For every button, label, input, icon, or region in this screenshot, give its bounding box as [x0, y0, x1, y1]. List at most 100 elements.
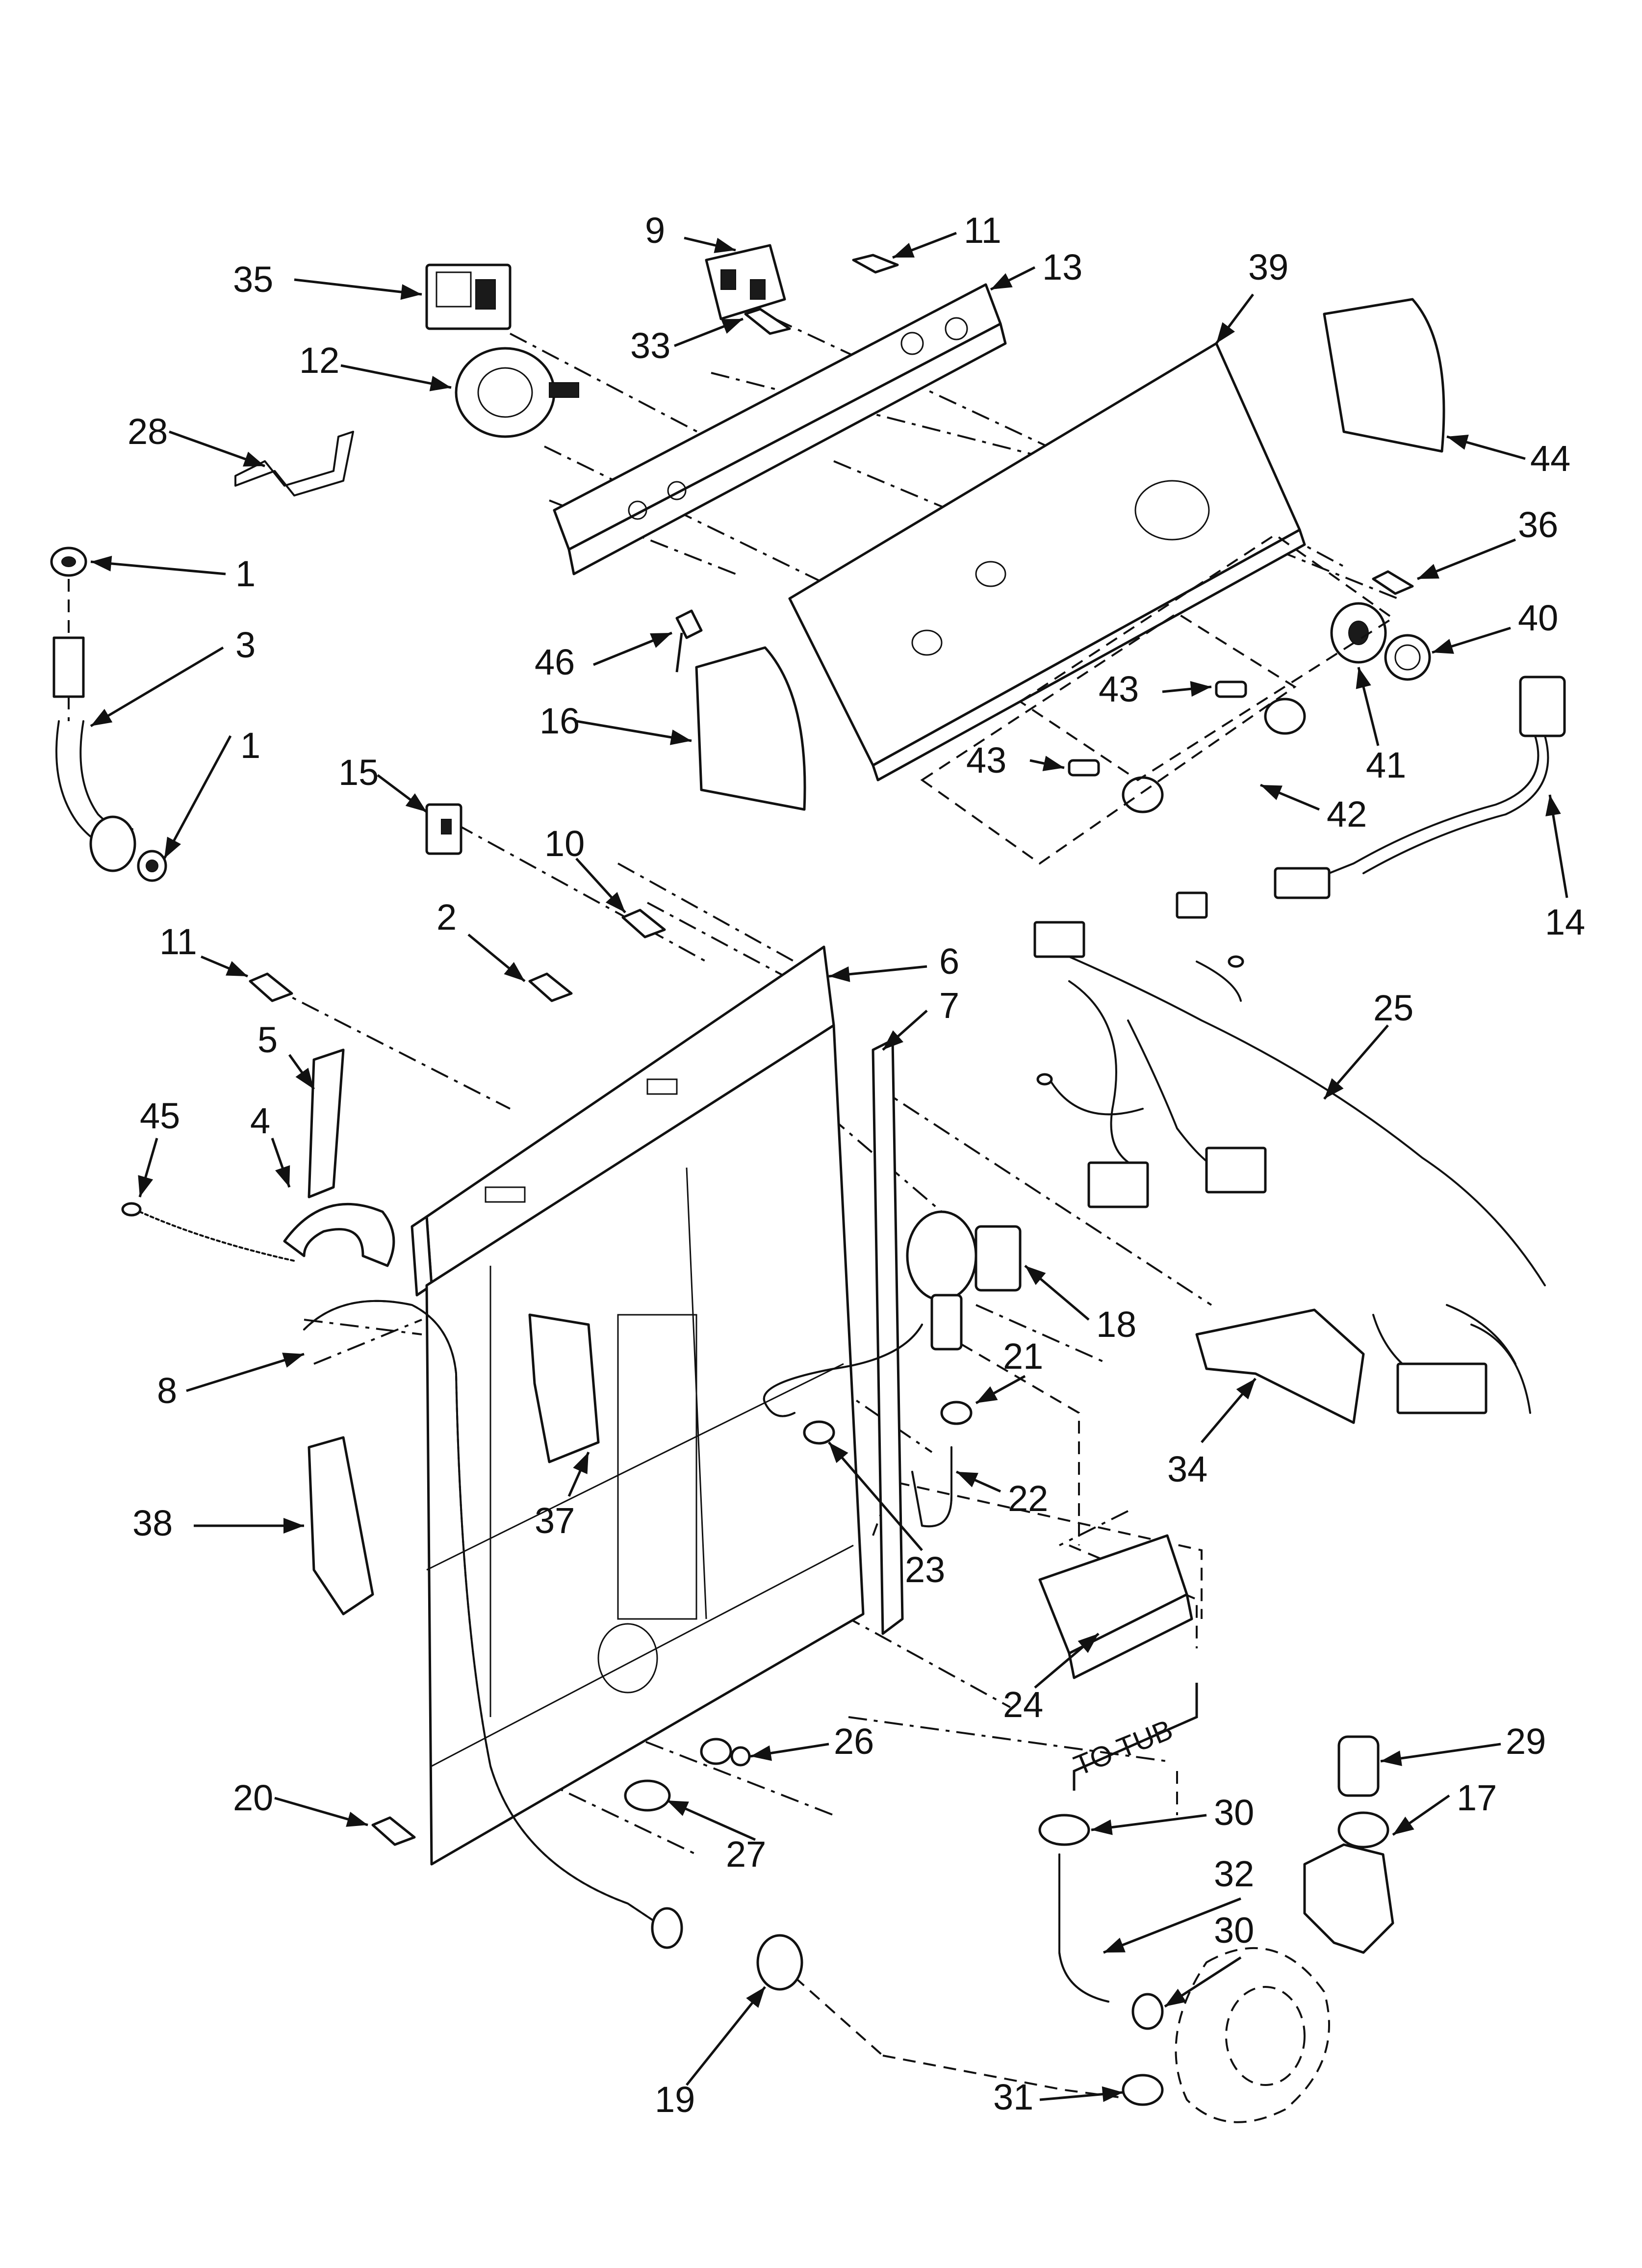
part-11-screw-top	[852, 254, 899, 274]
part-17-pump-motor	[1303, 1811, 1394, 1954]
arrowhead-12	[429, 376, 451, 391]
part-16-end-cap	[695, 646, 806, 811]
part-20-screw	[371, 1816, 416, 1846]
arrowhead-31	[1102, 2086, 1123, 2102]
part-8-drain-hose	[303, 1300, 683, 1949]
callout-22: 22	[1008, 1478, 1048, 1519]
part-41-knob-base	[1330, 602, 1387, 664]
leader-line-19	[686, 1986, 766, 2086]
arrowhead-15	[405, 793, 427, 812]
callout-32: 32	[1214, 1853, 1254, 1894]
part-46-screw	[675, 609, 703, 673]
part-19-clamp	[756, 1934, 803, 1991]
arrowhead-7	[883, 1030, 904, 1050]
part-24-dispenser	[1038, 1534, 1193, 1679]
arrowhead-35	[400, 284, 422, 300]
callout-34: 34	[1167, 1449, 1207, 1489]
callout-23: 23	[905, 1549, 945, 1590]
part-45-tie-strap	[121, 1202, 295, 1262]
arrowhead-44	[1447, 434, 1469, 450]
callout-7: 7	[939, 985, 959, 1026]
arrowhead-40	[1432, 639, 1454, 654]
part-42-dashed-group	[920, 533, 1395, 865]
callout-20: 20	[233, 1777, 273, 1818]
arrowhead-36	[1417, 564, 1439, 579]
arrowhead-21	[976, 1386, 998, 1403]
callout-41: 41	[1366, 745, 1406, 785]
arrowhead-8	[282, 1353, 304, 1368]
callout-42: 42	[1327, 794, 1367, 834]
arrowhead-22	[956, 1472, 978, 1487]
arrowhead-16	[669, 730, 692, 745]
part-22-hose	[911, 1446, 952, 1528]
leader-line-1-lower	[163, 735, 232, 860]
callout-40: 40	[1518, 598, 1558, 638]
part-43-lamp-lower	[1068, 759, 1164, 813]
leader-line-32	[1103, 1897, 1241, 1954]
part-5-strap	[308, 1048, 345, 1199]
part-29-capacitor	[1337, 1735, 1380, 1797]
callout-18: 18	[1096, 1304, 1136, 1345]
callout-30-lower: 30	[1214, 1910, 1254, 1951]
callout-30-upper: 30	[1214, 1792, 1254, 1833]
arrowhead-45	[138, 1175, 154, 1197]
arrowhead-26	[750, 1745, 772, 1761]
arrowhead-20	[346, 1811, 368, 1827]
callout-44: 44	[1530, 438, 1570, 479]
arrowhead-9	[714, 237, 736, 253]
part-11-screw-left	[249, 972, 293, 1002]
cabinet-back-panel	[425, 1024, 865, 1866]
callout-17: 17	[1457, 1777, 1497, 1818]
callout-43-lower: 43	[966, 740, 1006, 781]
callout-28: 28	[128, 411, 168, 452]
part-23-hose	[763, 1324, 923, 1445]
callout-46: 46	[535, 642, 575, 682]
callout-5: 5	[257, 1019, 278, 1060]
arrowhead-39	[1216, 322, 1235, 343]
arrowhead-34	[1236, 1379, 1256, 1400]
part-12-timer	[455, 347, 579, 438]
arrowhead-11-top	[893, 242, 915, 258]
arrowhead-3	[91, 708, 113, 726]
arrowhead-32	[1103, 1937, 1126, 1953]
part-32-pump-hose	[1058, 1853, 1109, 2003]
arrowhead-19	[746, 1987, 765, 2008]
part-36-screw	[1372, 570, 1414, 595]
part-40-knob	[1384, 634, 1431, 681]
arrowhead-27	[667, 1800, 689, 1816]
part-34-bracket	[1195, 1308, 1365, 1424]
callout-1-lower: 1	[240, 725, 260, 766]
arrowhead-13	[991, 273, 1013, 289]
arrowhead-5	[295, 1068, 314, 1089]
callout-25: 25	[1373, 988, 1413, 1028]
part-30-clamp-upper	[1038, 1814, 1090, 1846]
part-2-screw	[528, 972, 573, 1002]
part-13-console-bracket	[553, 283, 1007, 575]
arrowhead-1-top	[91, 555, 112, 572]
callout-21: 21	[1003, 1336, 1043, 1377]
leader-arrows	[90, 232, 1568, 2102]
callout-36: 36	[1518, 504, 1558, 545]
leader-line-3	[90, 646, 224, 728]
callout-9: 9	[645, 210, 665, 251]
part-18-water-valve	[906, 1210, 1022, 1351]
callout-15: 15	[338, 752, 379, 793]
callout-24: 24	[1003, 1684, 1043, 1725]
arrowhead-6	[829, 966, 850, 982]
callout-45: 45	[140, 1095, 180, 1136]
callout-2: 2	[436, 897, 457, 938]
part-6-rear-panel	[410, 945, 835, 1297]
callout-11-top: 11	[964, 210, 1001, 251]
callout-27: 27	[726, 1834, 766, 1875]
part-43-lamp-upper	[1215, 680, 1306, 735]
arrowhead-4	[275, 1165, 290, 1187]
part-21-clamp	[940, 1401, 973, 1425]
drain-pump-ghost	[1175, 1947, 1330, 2123]
arrowhead-17	[1393, 1816, 1414, 1835]
arrowhead-30-lower	[1165, 1988, 1186, 2007]
arrowhead-23	[829, 1442, 848, 1463]
part-1-washer-lower	[137, 850, 167, 882]
arrowhead-24	[1078, 1634, 1099, 1653]
callout-11-left: 11	[159, 921, 197, 962]
callout-35: 35	[233, 259, 273, 300]
